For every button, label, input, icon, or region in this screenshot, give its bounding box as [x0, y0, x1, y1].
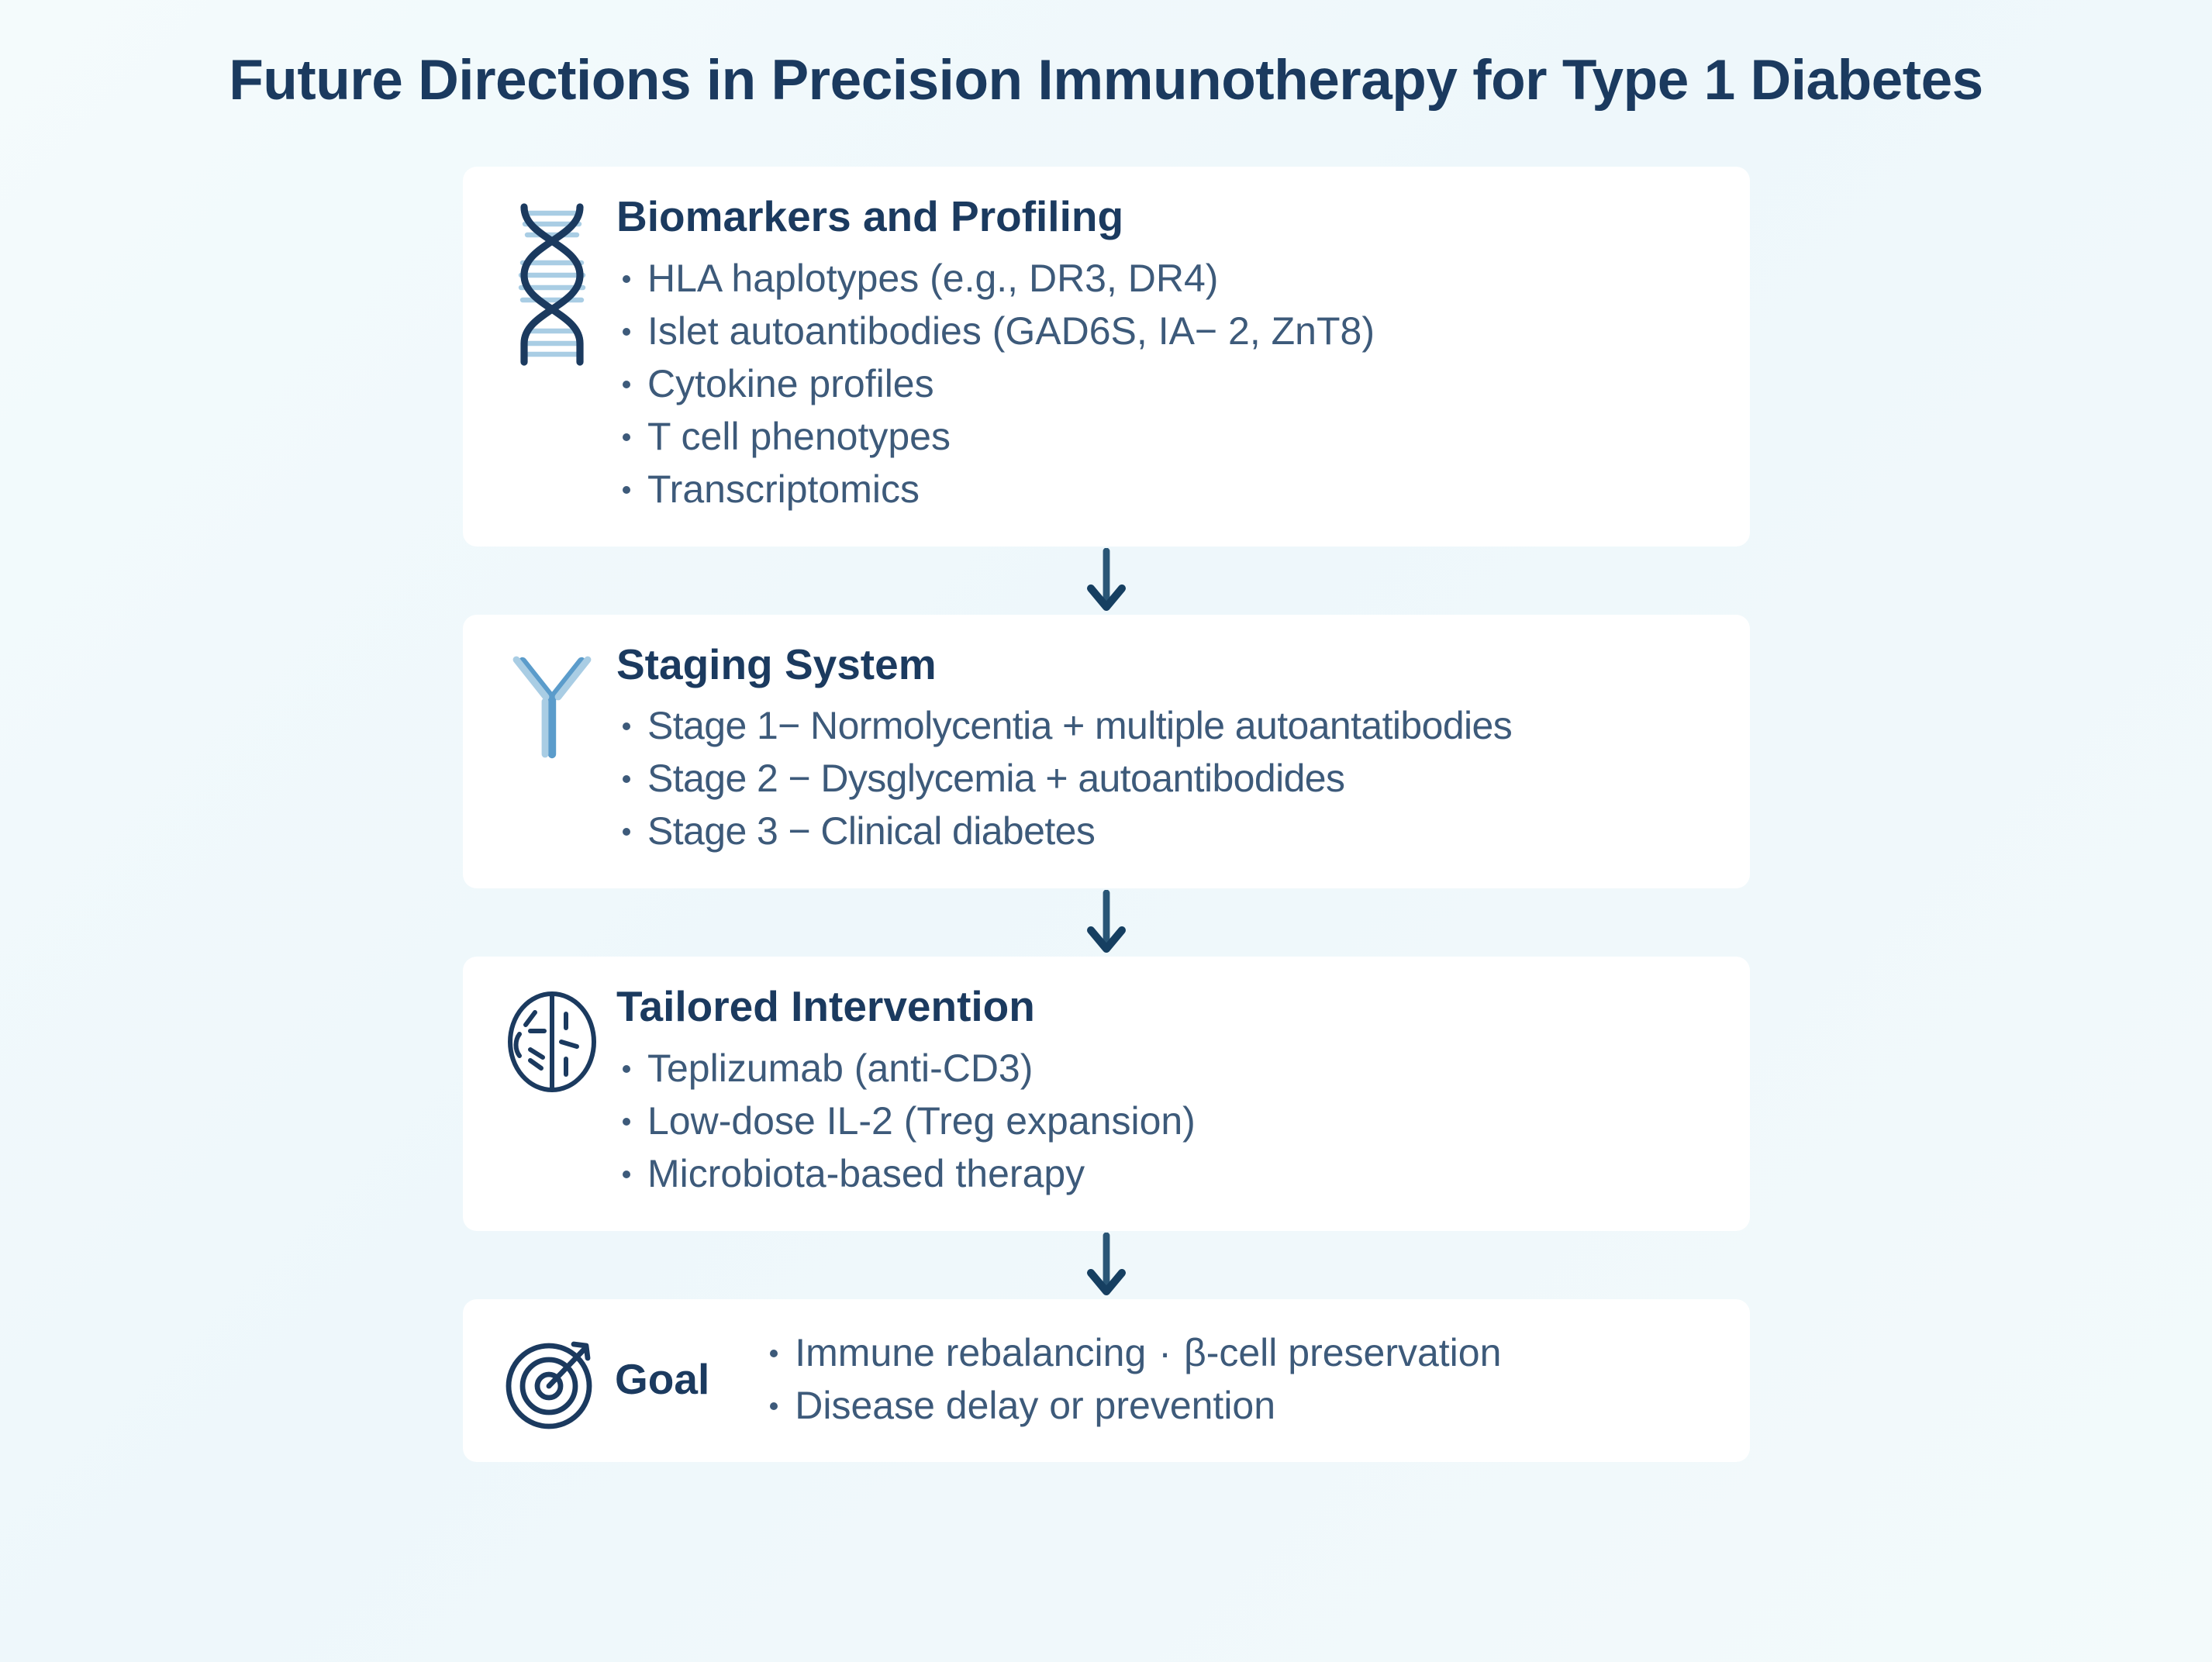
- list-item: Immune rebalancing·β-cell preservation: [764, 1326, 1501, 1379]
- card-body: Goal Immune rebalancing·β-cell preservat…: [610, 1326, 1719, 1432]
- list-item: Stage 1− Normolycentia + multiple autoan…: [616, 699, 1719, 752]
- card-heading: Tailored Intervention: [616, 982, 1035, 1031]
- goal-separator: ·: [1158, 1330, 1172, 1374]
- bullet-list: HLA haplotypes (e.g., DR3, DR4) Islet au…: [616, 252, 1719, 515]
- list-item: T cell phenotypes: [616, 410, 1719, 463]
- antibody-icon: [494, 641, 610, 760]
- list-item: Cytokine profiles: [616, 357, 1719, 410]
- card-staging-system: Staging System Stage 1− Normolycentia + …: [463, 614, 1750, 889]
- list-item: Transcriptomics: [616, 463, 1719, 515]
- card-stack: Biomarkers and Profiling HLA haplotypes …: [463, 167, 1750, 1462]
- target-icon: [494, 1322, 610, 1436]
- card-body: Biomarkers and Profiling HLA haplotypes …: [610, 192, 1719, 515]
- list-item: Low-dose IL-2 (Treg expansion): [616, 1095, 1719, 1147]
- down-arrow-icon: [463, 888, 1750, 957]
- list-item: Islet autoantibodies (GAD6S, IA− 2, ZnT8…: [616, 305, 1719, 357]
- card-heading: Staging System: [616, 640, 937, 688]
- list-item: HLA haplotypes (e.g., DR3, DR4): [616, 252, 1719, 305]
- card-body: Staging System Stage 1− Normolycentia + …: [610, 640, 1719, 858]
- down-arrow-icon: [463, 1231, 1750, 1299]
- card-heading: Biomarkers and Profiling: [616, 192, 1124, 240]
- card-tailored-intervention: Tailored Intervention Teplizumab (anti-C…: [463, 957, 1750, 1231]
- brain-icon: [494, 983, 610, 1096]
- goal-lines: Immune rebalancing·β-cell preservation D…: [764, 1326, 1501, 1432]
- card-goal: Goal Immune rebalancing·β-cell preservat…: [463, 1298, 1750, 1462]
- list-item: Disease delay or prevention: [764, 1379, 1501, 1432]
- dna-helix-icon: [494, 193, 610, 371]
- list-item: Teplizumab (anti-CD3): [616, 1042, 1719, 1095]
- list-item: Stage 3 − Clinical diabetes: [616, 805, 1719, 857]
- bullet-list: Stage 1− Normolycentia + multiple autoan…: [616, 699, 1719, 857]
- goal-text-immune-rebalancing: Immune rebalancing: [795, 1330, 1147, 1374]
- goal-label: Goal: [615, 1354, 710, 1403]
- card-body: Tailored Intervention Teplizumab (anti-C…: [610, 983, 1719, 1200]
- list-item: Microbiota-based therapy: [616, 1147, 1719, 1200]
- list-item: Stage 2 − Dysglycemia + autoantibodides: [616, 752, 1719, 805]
- goal-text-beta-cell-preservation: β-cell preservation: [1183, 1330, 1502, 1374]
- page-title: Future Directions in Precision Immunothe…: [229, 49, 1983, 112]
- card-biomarkers-and-profiling: Biomarkers and Profiling HLA haplotypes …: [463, 167, 1750, 547]
- bullet-list: Teplizumab (anti-CD3) Low-dose IL-2 (Tre…: [616, 1042, 1719, 1200]
- down-arrow-icon: [463, 547, 1750, 615]
